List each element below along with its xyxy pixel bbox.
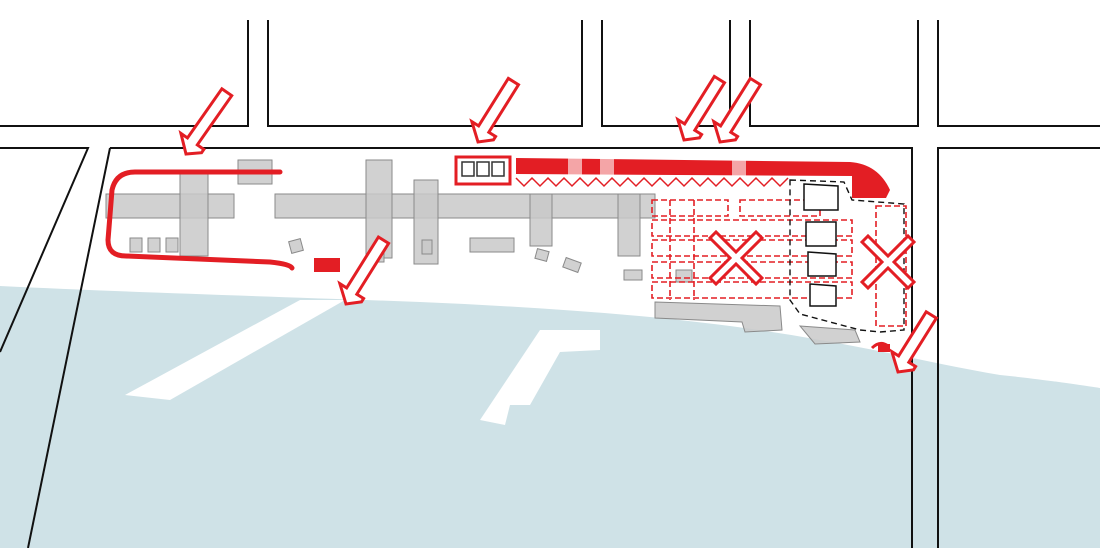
building-sq-2 bbox=[147, 237, 161, 253]
red-small-mark bbox=[878, 344, 890, 352]
city-blocks bbox=[0, 20, 1100, 548]
removal-strip-6 bbox=[739, 199, 821, 217]
pier-left bbox=[125, 300, 345, 400]
cross-2-shape bbox=[859, 233, 917, 291]
block-right bbox=[937, 147, 1100, 548]
entry-arrow-4 bbox=[675, 74, 727, 142]
block-left bbox=[0, 147, 90, 353]
promenade-gap-1 bbox=[568, 158, 582, 176]
river-water bbox=[0, 286, 1100, 548]
arrow-1-shape bbox=[178, 86, 234, 156]
arrow-3-shape bbox=[469, 76, 521, 144]
removal-cross-1 bbox=[707, 229, 765, 287]
cross-1-shape bbox=[707, 229, 765, 287]
removal-crosses bbox=[707, 229, 917, 291]
block-top-3 bbox=[601, 20, 731, 127]
river bbox=[0, 286, 1100, 548]
building-sm-d bbox=[562, 256, 582, 274]
building-sq-1 bbox=[129, 237, 143, 253]
kiosk-3 bbox=[491, 161, 505, 177]
removed-struct-3 bbox=[807, 251, 837, 277]
building-sm-e bbox=[623, 269, 643, 281]
building-long-main bbox=[274, 193, 656, 219]
building-sm-c bbox=[534, 248, 550, 262]
building-tower-3 bbox=[529, 193, 553, 247]
proposed-elements bbox=[105, 155, 890, 352]
building-tower-4 bbox=[617, 193, 641, 257]
building-sm-f bbox=[675, 269, 693, 283]
entry-arrow-6 bbox=[889, 309, 939, 374]
removal-strip-1 bbox=[651, 199, 729, 217]
zigzag-edge bbox=[515, 176, 789, 188]
entry-arrow-3 bbox=[469, 76, 521, 144]
removed-struct-4 bbox=[809, 283, 837, 307]
block-top-5 bbox=[937, 20, 1100, 127]
removal-cross-2 bbox=[859, 233, 917, 291]
arrow-2-shape bbox=[337, 234, 391, 306]
building-inner bbox=[421, 239, 433, 255]
red-loop-path bbox=[105, 169, 295, 271]
block-top-1 bbox=[0, 20, 249, 127]
block-top-2 bbox=[267, 20, 583, 127]
kiosk-1 bbox=[461, 161, 475, 177]
arrow-5-shape bbox=[711, 76, 763, 144]
building-cross-left bbox=[179, 173, 209, 257]
block-top-4 bbox=[749, 20, 919, 127]
entry-arrow-1 bbox=[178, 86, 234, 156]
removal-outline-black bbox=[789, 179, 905, 333]
promenade-gap-2 bbox=[600, 158, 614, 176]
removal-outline-path bbox=[789, 179, 905, 333]
building-sm-a bbox=[288, 238, 304, 254]
pier-center bbox=[480, 330, 600, 425]
buildings bbox=[105, 159, 861, 345]
water-inlet bbox=[0, 400, 1100, 548]
promenade-gap-3 bbox=[732, 158, 746, 176]
building-sq-3 bbox=[165, 237, 179, 253]
entry-arrow-2 bbox=[337, 234, 391, 306]
building-long-left bbox=[105, 193, 235, 219]
arrow-4-shape bbox=[675, 74, 727, 142]
kiosk-2 bbox=[476, 161, 490, 177]
removed-struct-1 bbox=[803, 183, 839, 211]
red-small-block bbox=[314, 258, 340, 272]
entry-arrows bbox=[178, 74, 939, 374]
building-mid bbox=[469, 237, 515, 253]
block-site-left-edge bbox=[27, 147, 111, 548]
entry-arrow-5 bbox=[711, 76, 763, 144]
block-site bbox=[110, 147, 913, 548]
arrow-6-shape bbox=[889, 309, 939, 374]
building-waterfront-boat bbox=[798, 325, 861, 345]
building-waterfront-long bbox=[654, 301, 783, 333]
removed-struct-2 bbox=[805, 221, 837, 247]
removed-structures bbox=[803, 183, 839, 307]
